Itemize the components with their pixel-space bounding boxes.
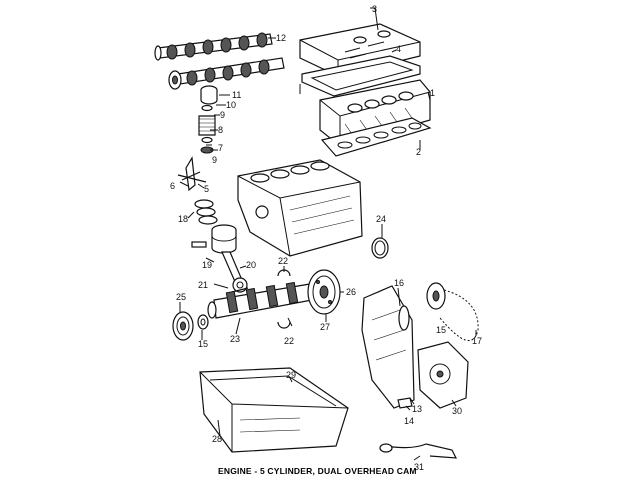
- callout-2: 2: [416, 147, 421, 157]
- callout-22-lower: 22: [284, 336, 294, 346]
- callout-19: 19: [202, 260, 212, 270]
- callout-numbers: 3 4 1 2 12 11 10 9 8 7 9 6 5 18 19 20 21…: [170, 4, 482, 472]
- callout-3: 3: [372, 4, 377, 14]
- callout-11: 11: [232, 90, 241, 100]
- timing-chain: [398, 282, 479, 341]
- diagram-caption: ENGINE - 5 CYLINDER, DUAL OVERHEAD CAM: [218, 466, 417, 476]
- camshafts: [154, 32, 285, 90]
- crank-washer: [197, 314, 209, 330]
- callout-23: 23: [230, 334, 240, 344]
- main-bearing-lower: [277, 321, 291, 329]
- callout-18: 18: [178, 214, 188, 224]
- leader-lines: [179, 7, 477, 461]
- connecting-rod: [221, 251, 249, 293]
- callout-25: 25: [176, 292, 186, 302]
- valve-train: [177, 85, 218, 192]
- crankshaft: [207, 281, 313, 319]
- callout-1: 1: [430, 88, 435, 98]
- callout-9-upper: 9: [220, 110, 225, 120]
- crank-pulley: [172, 311, 194, 341]
- callout-8: 8: [218, 125, 223, 135]
- callout-27: 27: [320, 322, 330, 332]
- callout-12: 12: [276, 33, 286, 43]
- head-gasket: [320, 117, 432, 157]
- callout-26: 26: [346, 287, 356, 297]
- cover-gasket: [301, 55, 421, 97]
- callout-17: 17: [472, 336, 482, 346]
- oil-pump-housing: [417, 341, 469, 409]
- callout-13: 13: [412, 404, 422, 414]
- rear-main-seal: [371, 237, 389, 259]
- callout-9-lower: 9: [212, 155, 217, 165]
- callout-14: 14: [404, 416, 414, 426]
- piston-rings: [194, 199, 218, 225]
- oil-pan: [199, 367, 349, 453]
- callout-30: 30: [452, 406, 462, 416]
- callout-15-left: 15: [198, 339, 208, 349]
- callout-16: 16: [394, 278, 404, 288]
- flywheel: [307, 269, 341, 315]
- oil-pickup-tube: [379, 443, 458, 459]
- timing-cover: [361, 285, 415, 409]
- callout-7: 7: [218, 143, 223, 153]
- cylinder-head: [319, 79, 431, 147]
- callout-21: 21: [198, 280, 208, 290]
- piston: [191, 224, 237, 254]
- callout-6: 6: [170, 181, 175, 191]
- callout-10: 10: [226, 100, 236, 110]
- callout-4: 4: [396, 44, 401, 54]
- engine-block: [237, 159, 363, 257]
- callout-28: 28: [212, 434, 222, 444]
- callout-22-upper: 22: [278, 256, 288, 266]
- callout-20: 20: [246, 260, 256, 270]
- callout-24: 24: [376, 214, 386, 224]
- callout-15-right: 15: [436, 325, 446, 335]
- drain-plug: [397, 397, 413, 409]
- callout-5: 5: [204, 184, 209, 194]
- callout-29: 29: [286, 370, 296, 380]
- callout-31: 31: [414, 462, 424, 472]
